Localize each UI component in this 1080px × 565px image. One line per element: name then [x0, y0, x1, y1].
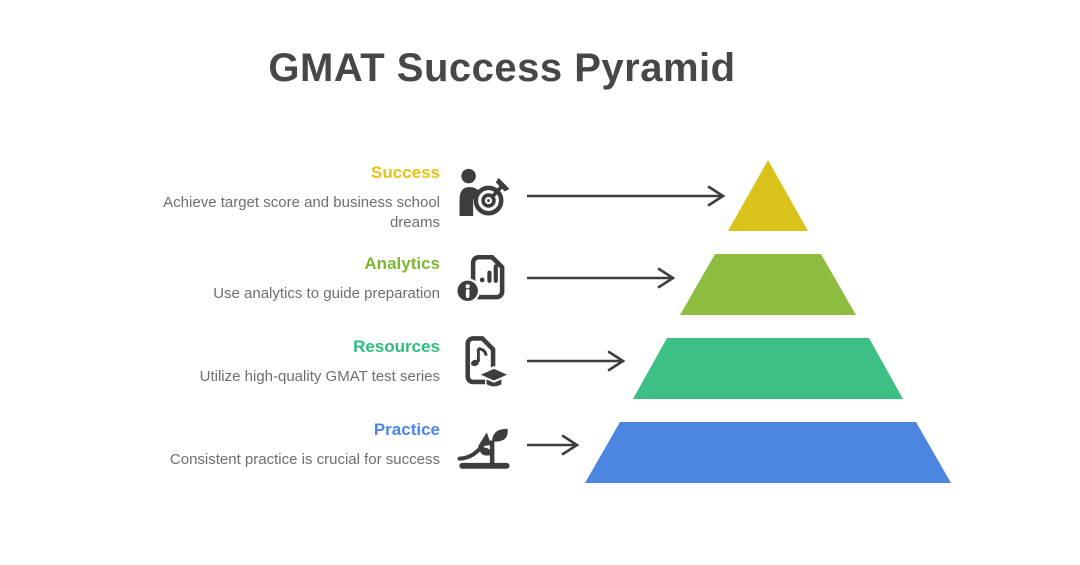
level-row-practice-text: Practice Consistent practice is crucial …: [140, 419, 440, 470]
connector-arrow-resources: [526, 348, 626, 374]
pyramid-segment-success: [728, 160, 808, 231]
level-label-analytics: Analytics: [364, 254, 440, 273]
level-description-resources: Utilize high-quality GMAT test series: [199, 368, 440, 385]
level-label-resources: Resources: [353, 337, 440, 356]
pyramid-segment-practice: [585, 422, 951, 483]
level-row-analytics-text: Analytics Use analytics to guide prepara…: [140, 253, 440, 304]
level-description-success: Achieve target score and business school…: [163, 194, 440, 231]
connector-arrow-practice: [526, 432, 580, 458]
growth-plant-icon: [455, 416, 513, 474]
document-chart-info-icon: [455, 250, 513, 308]
level-label-success: Success: [371, 163, 440, 182]
connector-arrow-analytics: [526, 265, 676, 291]
level-row-resources-text: Resources Utilize high-quality GMAT test…: [140, 336, 440, 387]
level-label-practice: Practice: [373, 420, 440, 439]
level-row-success-text: Success Achieve target score and busines…: [140, 162, 440, 233]
document-music-graduation-icon: [455, 333, 513, 391]
page-title: GMAT Success Pyramid: [268, 46, 736, 90]
level-description-practice: Consistent practice is crucial for succe…: [169, 451, 440, 468]
person-dartboard-icon: [455, 167, 513, 225]
connector-arrow-success: [526, 183, 726, 209]
pyramid-segment-resources: [633, 338, 903, 399]
pyramid: [578, 156, 958, 490]
pyramid-segment-analytics: [680, 254, 856, 315]
level-description-analytics: Use analytics to guide preparation: [213, 285, 440, 302]
